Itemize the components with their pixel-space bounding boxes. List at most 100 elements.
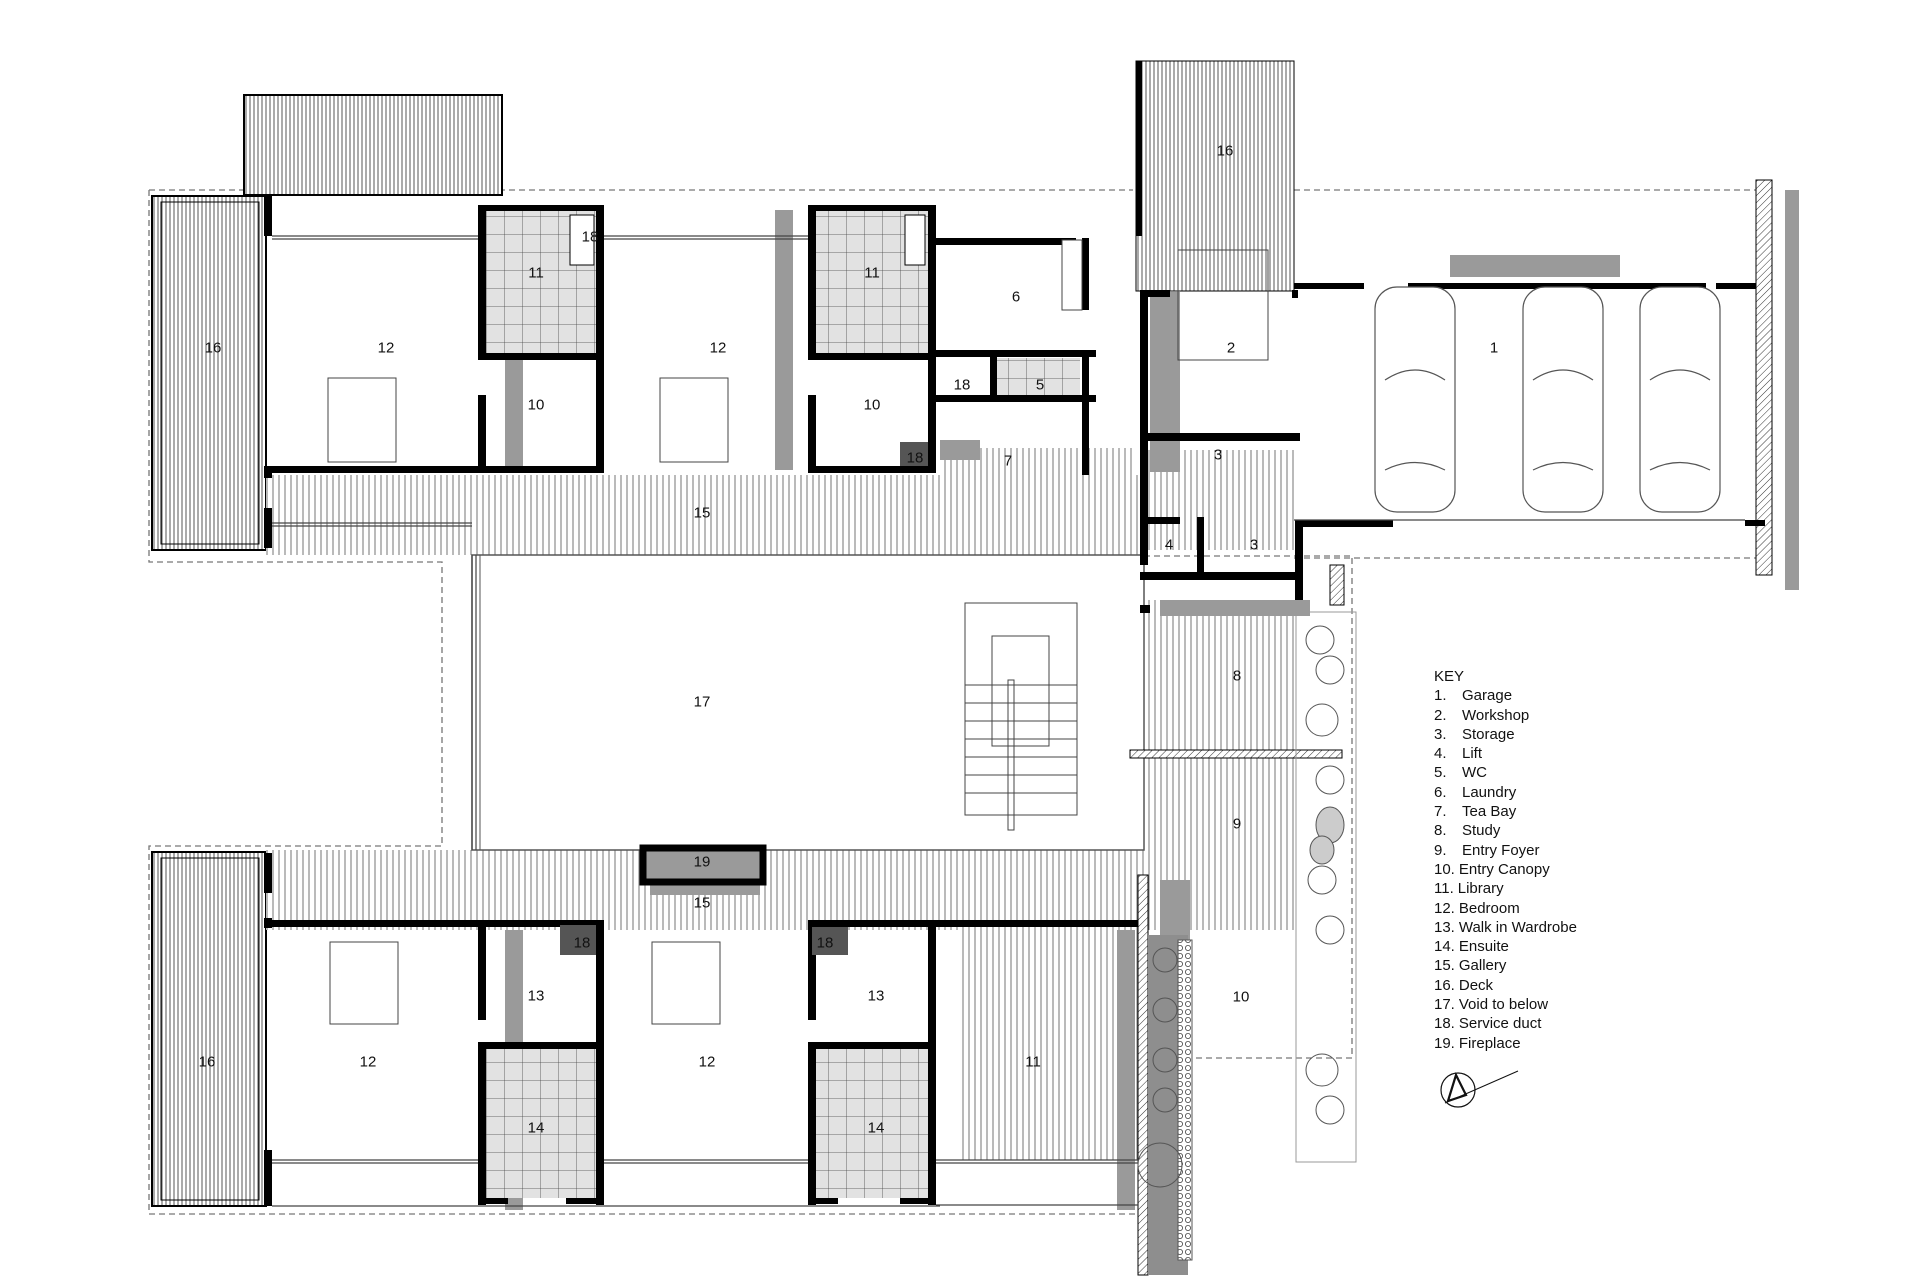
landscaping bbox=[1137, 611, 1357, 1261]
room-label-storage-2: 3 bbox=[1249, 536, 1259, 554]
glazing bbox=[272, 235, 1745, 1207]
room-label-duct-1: 18 bbox=[581, 228, 599, 246]
legend-item-number: 19. bbox=[1434, 1034, 1455, 1052]
legend-item-number: 8. bbox=[1434, 822, 1447, 840]
legend-item: 4. Lift bbox=[1434, 744, 1577, 763]
legend-item-label: Lift bbox=[1462, 745, 1483, 763]
room-label-duct-5: 18 bbox=[816, 934, 834, 952]
room-label-fireplace: 19 bbox=[693, 853, 711, 871]
room-label-deck-north: 16 bbox=[1216, 142, 1234, 160]
legend-item-number: 14. bbox=[1434, 938, 1455, 956]
legend-item-label: Laundry bbox=[1462, 783, 1517, 801]
legend-item-label: Library bbox=[1457, 880, 1504, 898]
legend-item: 6. Laundry bbox=[1434, 783, 1577, 802]
room-label-library: 11 bbox=[1025, 1053, 1041, 1071]
legend-item: 12.Bedroom bbox=[1434, 899, 1577, 918]
legend-item-number: 12. bbox=[1434, 899, 1455, 917]
legend-item-number: 6. bbox=[1434, 783, 1447, 801]
room-label-gallery-lower: 15 bbox=[693, 894, 711, 912]
legend-item-number: 2. bbox=[1434, 706, 1447, 724]
decks bbox=[151, 60, 1295, 1207]
legend-item-number: 17. bbox=[1434, 996, 1455, 1014]
legend-item-label: Fireplace bbox=[1458, 1034, 1521, 1052]
room-label-tea-bay: 7 bbox=[1003, 452, 1013, 470]
legend-item-label: Workshop bbox=[1462, 706, 1530, 724]
room-label-bedroom-2: 12 bbox=[709, 339, 727, 357]
room-label-garage: 1 bbox=[1489, 339, 1499, 357]
stair bbox=[964, 602, 1078, 831]
north-arrow-icon bbox=[1440, 1070, 1519, 1108]
bin-enclosure bbox=[1329, 564, 1345, 606]
room-label-lift: 4 bbox=[1164, 536, 1174, 554]
legend-item-label: Walk in Wardrobe bbox=[1458, 918, 1577, 936]
room-label-entry-foyer: 9 bbox=[1232, 815, 1242, 833]
legend-item-label: Deck bbox=[1458, 976, 1494, 994]
room-label-bath-1: 11 bbox=[528, 264, 544, 282]
legend-item-number: 9. bbox=[1434, 841, 1447, 859]
legend-item-number: 18. bbox=[1434, 1015, 1455, 1033]
room-label-duct-3: 18 bbox=[953, 376, 971, 394]
legend-item-number: 4. bbox=[1434, 745, 1447, 763]
legend-item-label: Void to below bbox=[1458, 996, 1549, 1014]
legend-item-label: Ensuite bbox=[1458, 938, 1509, 956]
legend-title: KEY bbox=[1434, 668, 1465, 685]
legend-item-label: WC bbox=[1462, 764, 1487, 782]
legend-item-number: 5. bbox=[1434, 764, 1447, 782]
legend-item: 10.Entry Canopy bbox=[1434, 860, 1577, 879]
legend-item: 13.Walk in Wardrobe bbox=[1434, 918, 1577, 937]
lower-wet-rooms bbox=[480, 1048, 928, 1198]
legend-item-label: Tea Bay bbox=[1462, 803, 1517, 821]
room-label-wardrobe-1: 10 bbox=[527, 396, 545, 414]
legend-item: 16.Deck bbox=[1434, 976, 1577, 995]
legend-item-number: 1. bbox=[1434, 687, 1447, 705]
room-label-walkin-2: 13 bbox=[867, 987, 885, 1005]
room-label-entry-canopy: 10 bbox=[1232, 988, 1250, 1006]
room-label-ensuite-1: 14 bbox=[527, 1119, 545, 1137]
walls bbox=[264, 179, 1773, 1276]
legend-item: 5. WC bbox=[1434, 763, 1577, 782]
legend-item: 8. Study bbox=[1434, 821, 1577, 840]
legend-item-label: Bedroom bbox=[1458, 899, 1520, 917]
room-label-bedroom-1: 12 bbox=[377, 339, 395, 357]
legend-item: 7. Tea Bay bbox=[1434, 802, 1577, 821]
legend-item: 18.Service duct bbox=[1434, 1014, 1577, 1033]
legend-item-number: 13. bbox=[1434, 918, 1455, 936]
room-label-duct-4: 18 bbox=[573, 934, 591, 952]
upper-wet-rooms bbox=[480, 208, 1080, 396]
legend-item-label: Gallery bbox=[1458, 957, 1507, 975]
room-label-wardrobe-2: 10 bbox=[863, 396, 881, 414]
legend-item-label: Entry Foyer bbox=[1462, 841, 1540, 859]
legend-item-number: 10. bbox=[1434, 860, 1455, 878]
room-label-bedroom-4: 12 bbox=[698, 1053, 716, 1071]
legend-item-label: Entry Canopy bbox=[1458, 860, 1550, 878]
room-label-storage-1: 3 bbox=[1213, 446, 1223, 464]
legend-item-label: Service duct bbox=[1458, 1015, 1542, 1033]
room-label-study: 8 bbox=[1232, 667, 1242, 685]
legend-item: 15.Gallery bbox=[1434, 956, 1577, 975]
room-label-laundry: 6 bbox=[1011, 288, 1021, 306]
legend-item: 11.Library bbox=[1434, 879, 1577, 898]
legend-item-number: 7. bbox=[1434, 803, 1447, 821]
legend-item: 2. Workshop bbox=[1434, 706, 1577, 725]
room-label-deck-west-lower: 16 bbox=[198, 1053, 216, 1071]
legend-item-label: Study bbox=[1462, 822, 1501, 840]
room-label-bath-2: 11 bbox=[864, 264, 880, 282]
room-label-ensuite-2: 14 bbox=[867, 1119, 885, 1137]
legend-item: 19.Fireplace bbox=[1434, 1034, 1577, 1053]
room-label-deck-west-upper: 16 bbox=[204, 339, 222, 357]
room-label-wc: 5 bbox=[1035, 376, 1045, 394]
legend-item-number: 16. bbox=[1434, 976, 1455, 994]
room-label-workshop: 2 bbox=[1226, 339, 1236, 357]
legend-item: 3.Storage bbox=[1434, 725, 1577, 744]
room-label-gallery-upper: 15 bbox=[693, 504, 711, 522]
legend-item-label: Garage bbox=[1462, 687, 1513, 705]
room-label-duct-2: 18 bbox=[906, 449, 924, 467]
cars bbox=[1374, 286, 1721, 513]
room-label-walkin-1: 13 bbox=[527, 987, 545, 1005]
legend-item-number: 11. bbox=[1434, 880, 1454, 898]
legend-item-number: 3. bbox=[1434, 725, 1447, 743]
legend-item: 1. Garage bbox=[1434, 686, 1577, 705]
